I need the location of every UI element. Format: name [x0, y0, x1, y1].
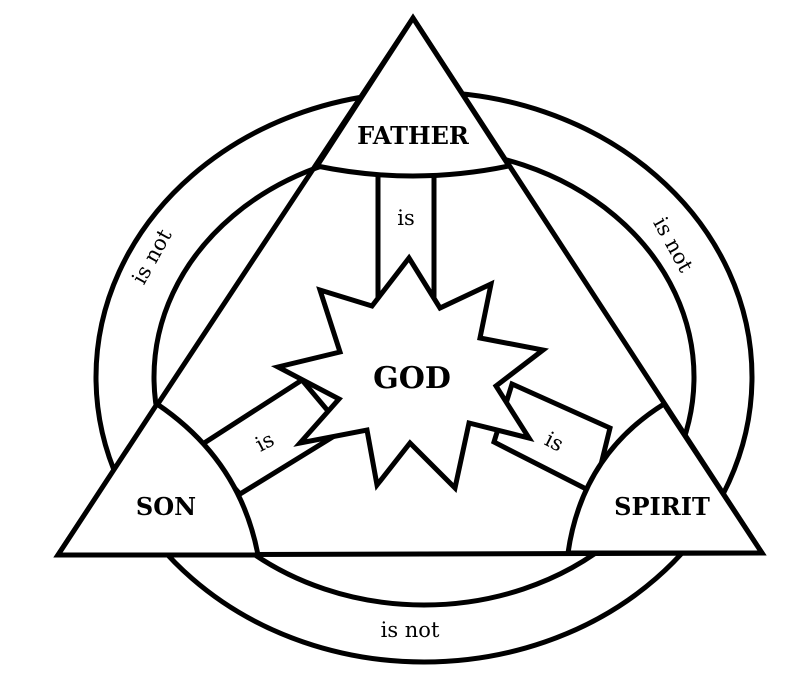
- son-region: [53, 400, 262, 558]
- relation-son-spirit: is not: [381, 618, 440, 642]
- son-label: SON: [136, 492, 196, 521]
- relation-father-spirit: is not: [648, 213, 698, 277]
- relation-father-god: is: [397, 206, 415, 230]
- spirit-label: SPIRIT: [614, 492, 710, 521]
- god-starburst: [270, 253, 549, 494]
- god-label: GOD: [373, 361, 451, 396]
- spirit-region: [565, 400, 767, 556]
- father-label: FATHER: [357, 121, 470, 150]
- father-region: [312, 13, 514, 179]
- relation-father-son: is not: [127, 225, 177, 289]
